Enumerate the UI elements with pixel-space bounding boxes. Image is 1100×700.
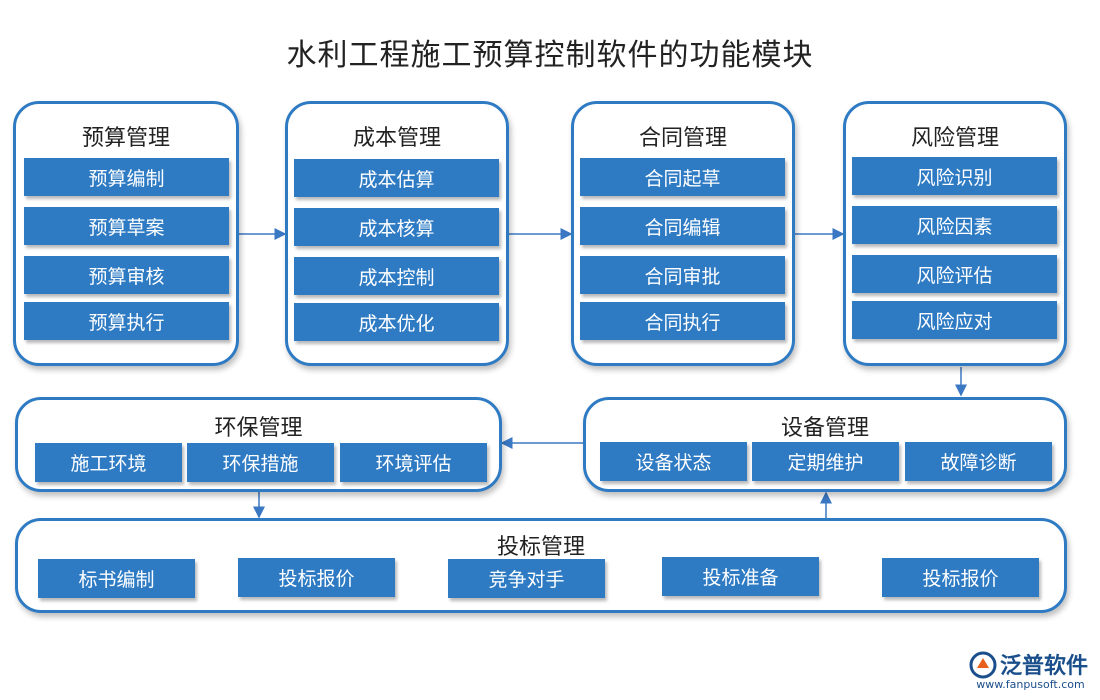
cost-item: 成本估算 (294, 159, 499, 197)
equipment-item: 定期维护 (752, 442, 899, 481)
logo-mark-icon (969, 651, 997, 679)
contract-module: 合同管理 合同起草 合同编辑 合同审批 合同执行 (571, 101, 795, 366)
bidding-module: 投标管理 标书编制 投标报价 竞争对手 投标准备 投标报价 (15, 518, 1067, 613)
bidding-item: 标书编制 (38, 559, 195, 598)
bidding-item: 投标准备 (662, 557, 819, 596)
bidding-item: 竞争对手 (448, 559, 605, 598)
contract-module-title: 合同管理 (638, 126, 727, 151)
env-item: 施工环境 (35, 443, 182, 482)
brand-logo: 泛普软件 www.fanpusoft.com (968, 648, 1093, 696)
bidding-item: 投标报价 (882, 558, 1039, 597)
equipment-module-title: 设备管理 (780, 416, 869, 441)
equipment-item: 故障诊断 (905, 442, 1052, 481)
budget-item: 预算执行 (24, 302, 229, 340)
risk-item: 风险应对 (852, 301, 1057, 339)
cost-item: 成本核算 (294, 208, 499, 246)
logo-name: 泛普软件 (1000, 654, 1089, 679)
env-item: 环境评估 (340, 443, 487, 482)
equipment-item: 设备状态 (600, 442, 747, 481)
equipment-module: 设备管理 设备状态 定期维护 故障诊断 (583, 397, 1067, 492)
risk-module-title: 风险管理 (910, 126, 999, 151)
budget-item: 预算草案 (24, 207, 229, 245)
contract-item: 合同审批 (580, 256, 785, 294)
contract-item: 合同执行 (580, 302, 785, 340)
budget-module: 预算管理 预算编制 预算草案 预算审核 预算执行 (13, 101, 239, 366)
cost-module-title: 成本管理 (352, 126, 441, 151)
contract-item: 合同编辑 (580, 207, 785, 245)
risk-item: 风险识别 (852, 157, 1057, 195)
cost-item: 成本优化 (294, 303, 499, 341)
env-module: 环保管理 施工环境 环保措施 环境评估 (15, 397, 502, 492)
contract-item: 合同起草 (580, 158, 785, 196)
logo-url: www.fanpusoft.com (976, 678, 1085, 691)
diagram-title: 水利工程施工预算控制软件的功能模块 (286, 38, 814, 73)
budget-item: 预算审核 (24, 256, 229, 294)
cost-item: 成本控制 (294, 257, 499, 295)
budget-item: 预算编制 (24, 158, 229, 196)
budget-module-title: 预算管理 (81, 126, 170, 151)
risk-item: 风险因素 (852, 206, 1057, 244)
env-module-title: 环保管理 (214, 416, 303, 441)
env-item: 环保措施 (187, 443, 334, 482)
cost-module: 成本管理 成本估算 成本核算 成本控制 成本优化 (285, 101, 509, 366)
risk-module: 风险管理 风险识别 风险因素 风险评估 风险应对 (843, 101, 1067, 366)
bidding-item: 投标报价 (238, 558, 395, 597)
bidding-module-title: 投标管理 (496, 535, 585, 560)
risk-item: 风险评估 (852, 255, 1057, 293)
